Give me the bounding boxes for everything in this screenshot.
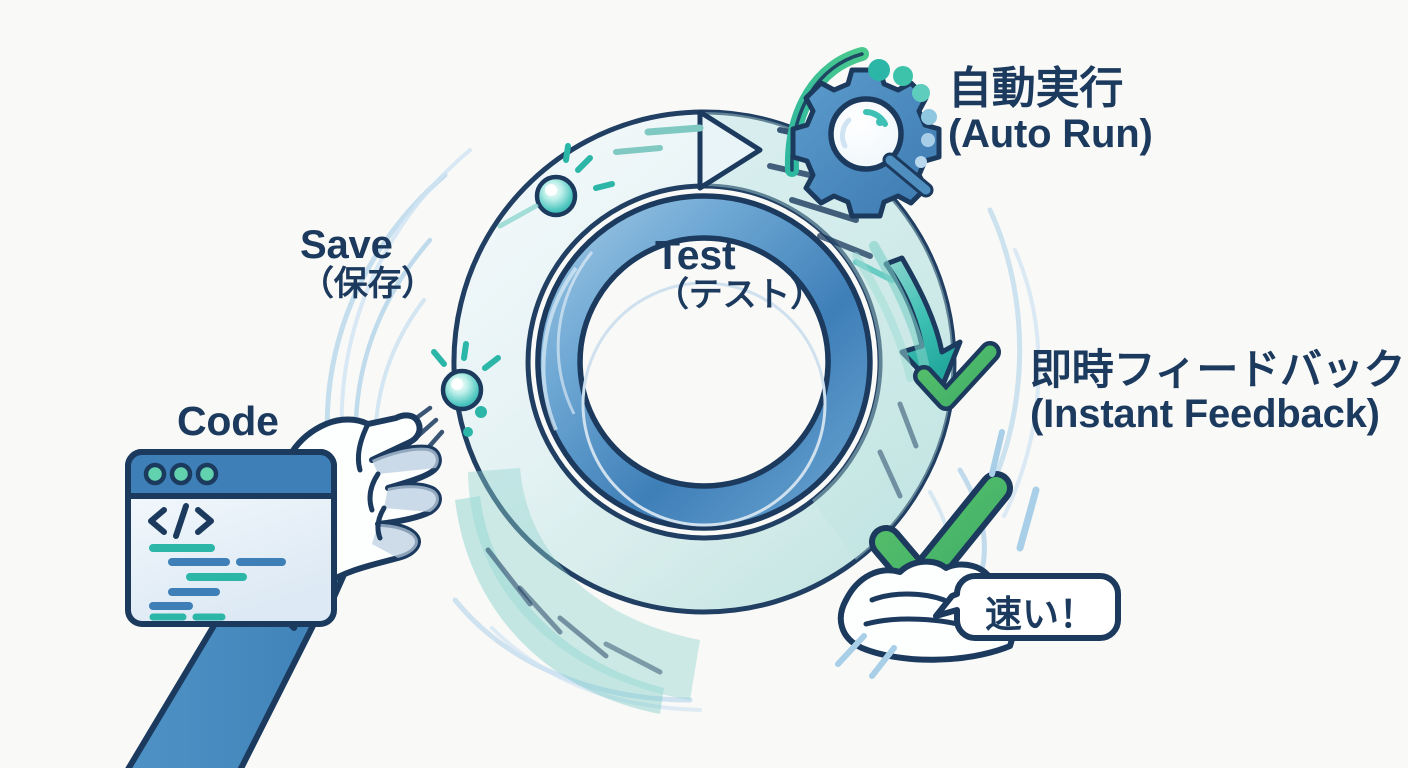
label-save-main: Save: [300, 223, 393, 267]
inner-circle-guide: [581, 281, 827, 527]
label-instant-feedback-sub: (Instant Feedback): [1030, 391, 1380, 436]
label-auto-run-sub: (Auto Run): [948, 111, 1153, 156]
label-test-main: Test: [655, 232, 736, 278]
speech-bubble-text: 速い！: [985, 594, 1096, 635]
label-save-sub: （保存）: [300, 265, 436, 304]
label-instant-feedback: 即時フィードバック (Instant Feedback): [1030, 346, 1406, 436]
label-test: Test （テスト）: [655, 232, 824, 315]
speech-bubble: [933, 573, 1121, 641]
hand-motion-ticks: [835, 429, 1040, 679]
label-code-main: Code: [177, 398, 279, 444]
gear-magnifier-icon: [784, 47, 942, 219]
window-dots: [143, 462, 219, 486]
label-test-sub: （テスト）: [655, 276, 824, 315]
code-glyph-icon: [148, 503, 214, 539]
glow-node-save: [497, 143, 615, 229]
label-save: Save （保存）: [300, 223, 436, 304]
label-auto-run-main: 自動実行: [948, 64, 1124, 113]
code-window: [125, 449, 337, 627]
loop-inner-ring: [535, 193, 873, 531]
label-code: Code: [177, 398, 279, 444]
label-instant-feedback-main: 即時フィードバック: [1030, 346, 1406, 393]
loop-chevron-top: [697, 109, 763, 191]
band-teal-wash: [455, 112, 954, 714]
checkmark-small-icon: [913, 341, 1001, 411]
dot-trail: [868, 59, 937, 168]
label-auto-run: 自動実行 (Auto Run): [948, 64, 1153, 156]
code-lines: [149, 544, 286, 621]
